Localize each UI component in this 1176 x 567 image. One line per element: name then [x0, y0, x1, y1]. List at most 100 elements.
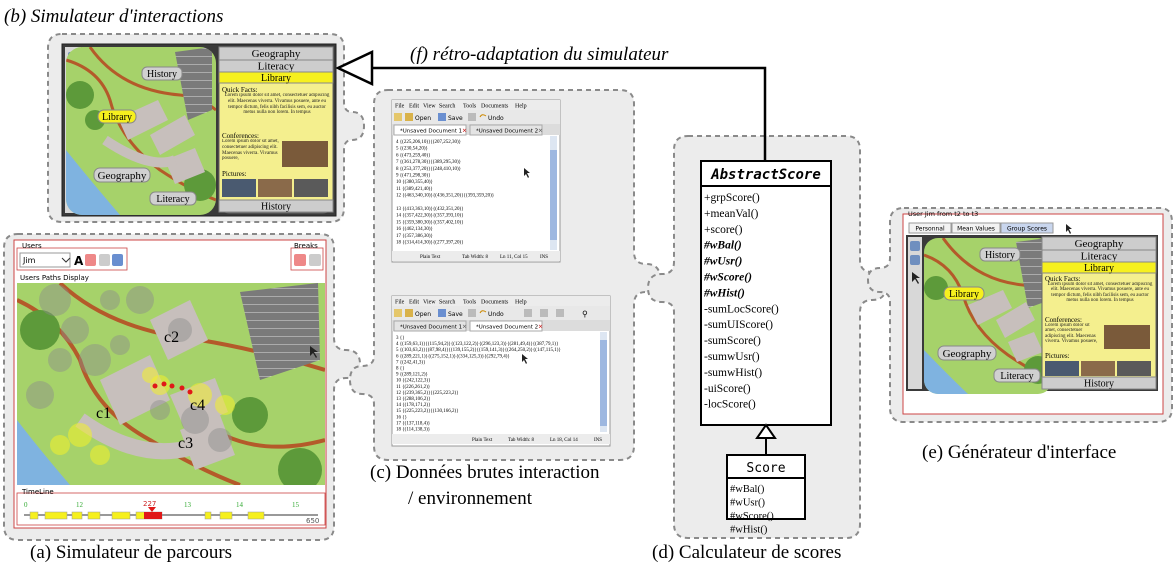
- map-label-literacy[interactable]: Literacy: [1000, 371, 1033, 382]
- open-button[interactable]: Open: [415, 115, 431, 122]
- panel-title-geography[interactable]: Geography: [252, 48, 301, 60]
- undo-button[interactable]: Undo: [488, 311, 504, 318]
- menu-item-view[interactable]: View: [423, 104, 436, 110]
- panel-title-library[interactable]: Library: [261, 73, 291, 84]
- tab-mean-values[interactable]: [951, 222, 1001, 234]
- cut-icon[interactable]: [524, 309, 532, 317]
- timeline-cursor[interactable]: [148, 507, 156, 512]
- map-label-history[interactable]: History: [147, 69, 177, 80]
- map-label-library[interactable]: Library: [949, 289, 979, 300]
- timeline-cursor-value: 227: [143, 500, 156, 508]
- save-icon[interactable]: [438, 113, 446, 121]
- menu-item-file[interactable]: File: [395, 104, 405, 110]
- copy-icon[interactable]: [540, 309, 548, 317]
- close-icon[interactable]: ✕: [538, 324, 543, 331]
- new-doc-icon[interactable]: [394, 309, 402, 317]
- add-break-icon[interactable]: [309, 254, 321, 266]
- panel-tab-history[interactable]: History: [1084, 379, 1114, 390]
- font-icon[interactable]: A: [74, 254, 84, 268]
- picture-thumb-2[interactable]: [1081, 361, 1115, 376]
- timeline-selection[interactable]: [144, 512, 162, 519]
- copy-icon[interactable]: [99, 254, 110, 266]
- panel-title-library[interactable]: Library: [1084, 263, 1114, 274]
- interaction-simulator: History Library Geography Literacy Geogr…: [61, 43, 337, 217]
- status-item: Plain Text: [472, 438, 493, 443]
- timeline-label: TimeLine: [21, 488, 54, 496]
- chevron-down-icon[interactable]: [61, 257, 71, 263]
- tab-personnal-label: Personnal: [915, 226, 945, 233]
- menu-item-view[interactable]: View: [423, 300, 436, 306]
- generator-map-view[interactable]: [924, 238, 1052, 394]
- eraser-icon[interactable]: [85, 254, 96, 266]
- map-label-literacy[interactable]: Literacy: [156, 194, 189, 205]
- panel-title-geography[interactable]: Geography: [1075, 238, 1124, 250]
- menu-item-tools[interactable]: Tools: [463, 104, 477, 110]
- print-icon[interactable]: [468, 309, 476, 317]
- close-icon[interactable]: ✕: [538, 128, 543, 135]
- zone-label-c3[interactable]: c3: [178, 435, 193, 452]
- zoom-icon[interactable]: [910, 241, 920, 251]
- close-icon[interactable]: ✕: [462, 324, 467, 331]
- binoculars-icon[interactable]: ⚲: [582, 310, 588, 319]
- undo-icon[interactable]: [479, 310, 487, 314]
- picture-thumb-3[interactable]: [294, 179, 328, 197]
- save-button[interactable]: Save: [448, 115, 463, 122]
- menu-item-help[interactable]: Help: [515, 300, 527, 306]
- menu-item-tools[interactable]: Tools: [463, 300, 477, 306]
- zone-label-c1[interactable]: c1: [96, 405, 111, 422]
- save-icon[interactable]: [438, 309, 446, 317]
- scrollbar-thumb[interactable]: [600, 340, 607, 426]
- panel-title-literacy[interactable]: Literacy: [258, 61, 295, 73]
- undo-button[interactable]: Undo: [488, 115, 504, 122]
- code-line: 18 {(314,414,30)}{(277,397,20)}: [396, 241, 464, 246]
- move-icon[interactable]: [112, 254, 123, 266]
- new-doc-icon[interactable]: [394, 113, 402, 121]
- zone-label-c2[interactable]: c2: [164, 329, 179, 346]
- map-label-geography[interactable]: Geography: [98, 170, 147, 182]
- paste-icon[interactable]: [556, 309, 564, 317]
- menu-item-file[interactable]: File: [395, 300, 405, 306]
- picture-thumb-1[interactable]: [1045, 361, 1079, 376]
- menu-item-edit[interactable]: Edit: [409, 104, 419, 110]
- menu-item-edit[interactable]: Edit: [409, 300, 419, 306]
- open-button[interactable]: Open: [415, 311, 431, 318]
- scrollbar-thumb[interactable]: [550, 150, 557, 240]
- open-icon[interactable]: [405, 309, 413, 317]
- menu-item-search[interactable]: Search: [439, 300, 455, 306]
- uml-method: -sumUIScore(): [704, 319, 773, 331]
- panel-tab-history[interactable]: History: [261, 202, 291, 213]
- undo-icon[interactable]: [479, 114, 487, 118]
- menu-item-documents[interactable]: Documents: [481, 300, 509, 306]
- picture-thumb-2[interactable]: [258, 179, 292, 197]
- tab-group-scores[interactable]: [1000, 222, 1054, 234]
- close-icon[interactable]: ✕: [462, 128, 467, 135]
- caption-f: (f) rétro-adaptation du simulateur: [410, 44, 669, 65]
- map-view[interactable]: [66, 47, 216, 215]
- tab-personnal[interactable]: [908, 222, 952, 234]
- print-icon[interactable]: [468, 113, 476, 121]
- timeline-group: [16, 492, 326, 526]
- map-label-library[interactable]: Library: [102, 112, 132, 123]
- tab-document-1[interactable]: [393, 320, 467, 332]
- open-icon[interactable]: [405, 113, 413, 121]
- tab-document-1[interactable]: [393, 124, 467, 136]
- panel-title-literacy[interactable]: Literacy: [1081, 251, 1118, 263]
- picture-thumb-3[interactable]: [1117, 361, 1151, 376]
- refresh-icon[interactable]: [910, 255, 920, 265]
- users-paths-map[interactable]: c2 c1 c4 c3: [17, 283, 325, 492]
- save-button[interactable]: Save: [448, 311, 463, 318]
- menu-item-help[interactable]: Help: [515, 104, 527, 110]
- map-label-geography[interactable]: Geography: [943, 348, 992, 360]
- tab-document-2[interactable]: [469, 124, 543, 136]
- menu-item-documents[interactable]: Documents: [481, 104, 509, 110]
- code-line: 13 {(413,363,10)}{(432,351,20)}: [396, 207, 464, 212]
- code-line: 4 {(225,206,10)}{(207,252,30)}: [396, 140, 461, 145]
- map-label-history[interactable]: History: [985, 250, 1015, 261]
- break-eraser-icon[interactable]: [294, 254, 306, 266]
- picture-thumb-1[interactable]: [222, 179, 256, 197]
- tab-document-2[interactable]: [469, 320, 543, 332]
- zone-label-c4[interactable]: c4: [190, 397, 205, 414]
- user-select[interactable]: [19, 252, 71, 268]
- pointer-icon[interactable]: [912, 272, 920, 284]
- menu-item-search[interactable]: Search: [439, 104, 455, 110]
